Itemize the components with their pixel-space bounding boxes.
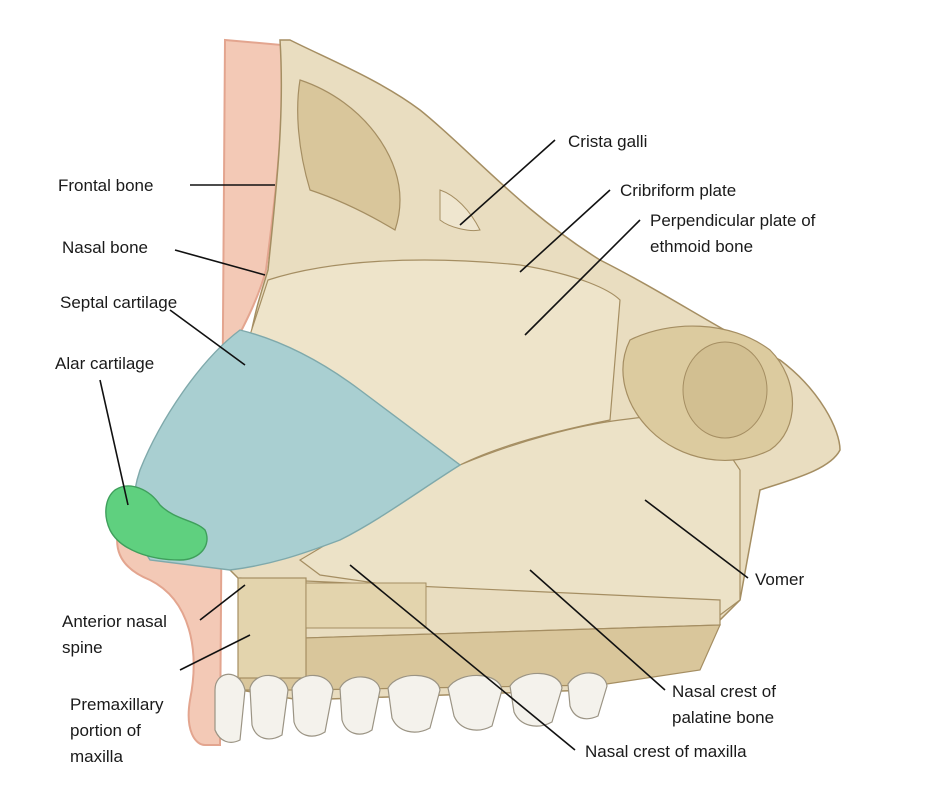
label-cribriform-plate: Cribriform plate [620,181,736,200]
label-nasal-crest-palatine: Nasal crest of palatine bone [672,682,781,727]
alar-cartilage-shape [105,485,208,561]
tooth [339,676,381,735]
leader-nasal-crest-palatine [529,569,666,691]
teeth [214,672,608,743]
label-nasal-crest-maxilla: Nasal crest of maxilla [585,742,747,761]
leader-cribriform-plate [519,189,611,273]
leader-vomer [644,499,749,579]
leader-crista-galli [459,139,556,226]
frontal-sinus [297,79,401,231]
leader-anterior-nasal-spine [199,584,246,621]
label-anterior-nasal-spine: Anterior nasal spine [62,612,172,657]
tooth [509,672,563,727]
premaxilla-block [237,577,307,679]
leader-septal-cartilage [169,309,246,366]
leader-nasal-crest-maxilla [349,564,576,751]
tooth [291,674,334,737]
label-perpendicular-plate: Perpendicular plate of ethmoid bone [650,211,820,256]
label-septal-cartilage: Septal cartilage [60,293,177,312]
leader-nasal-bone [174,249,266,276]
tooth [214,673,246,743]
label-vomer: Vomer [755,570,804,589]
septal-cartilage-shape [132,329,462,571]
label-alar-cartilage: Alar cartilage [55,354,154,373]
sphenoid-sinus-opening [682,341,768,439]
label-frontal-bone: Frontal bone [58,176,153,195]
label-premaxillary-portion: Premaxillary portion of maxilla [70,695,168,766]
leader-perpendicular-plate [524,219,641,336]
crista-galli-shape [439,189,481,231]
maxilla-block [305,582,427,629]
label-crista-galli: Crista galli [568,132,647,151]
leader-lines [99,139,749,751]
labels: Frontal bone Nasal bone Septal cartilage… [55,132,820,766]
leader-premaxillary [179,634,251,671]
label-nasal-bone: Nasal bone [62,238,148,257]
tooth [447,674,503,731]
vomer-plate [298,409,741,631]
tooth [567,672,608,720]
tooth [387,674,441,733]
leader-alar-cartilage [99,379,129,506]
tooth [249,674,289,740]
